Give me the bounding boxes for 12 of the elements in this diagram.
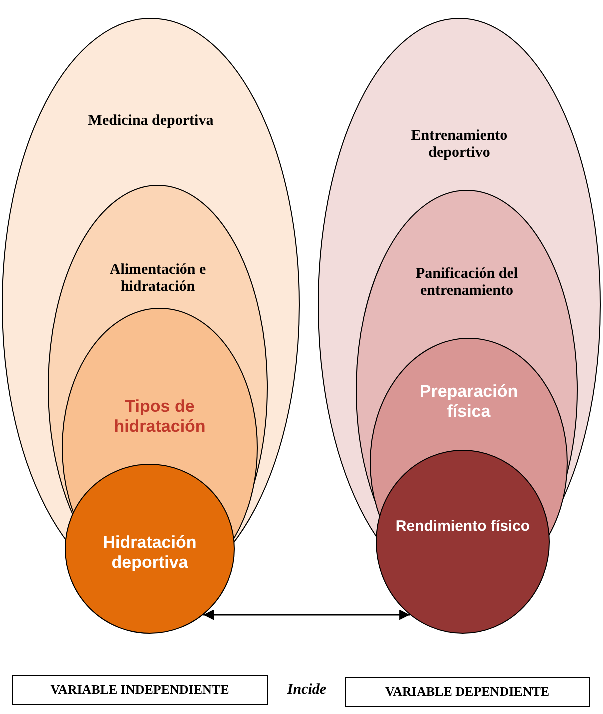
region-label: Tipos de hidratación — [113, 397, 207, 436]
relation-label: Incide — [286, 682, 328, 699]
region-label: Alimentación e hidratación — [108, 262, 208, 296]
region-label: Rendimiento físico — [394, 518, 532, 536]
region-label: Entrenamiento deportivo — [410, 128, 509, 162]
region-label: Hidratación deportiva — [102, 533, 198, 572]
region-label: Preparación física — [418, 382, 520, 422]
region-label: Medicina deportiva — [87, 113, 215, 130]
double-arrow — [204, 610, 410, 620]
variable-label-box: VARIABLE INDEPENDIENTE — [12, 675, 268, 705]
region-label: Panificación del entrenamiento — [414, 266, 520, 300]
variable-label-box: VARIABLE DEPENDIENTE — [345, 677, 590, 707]
